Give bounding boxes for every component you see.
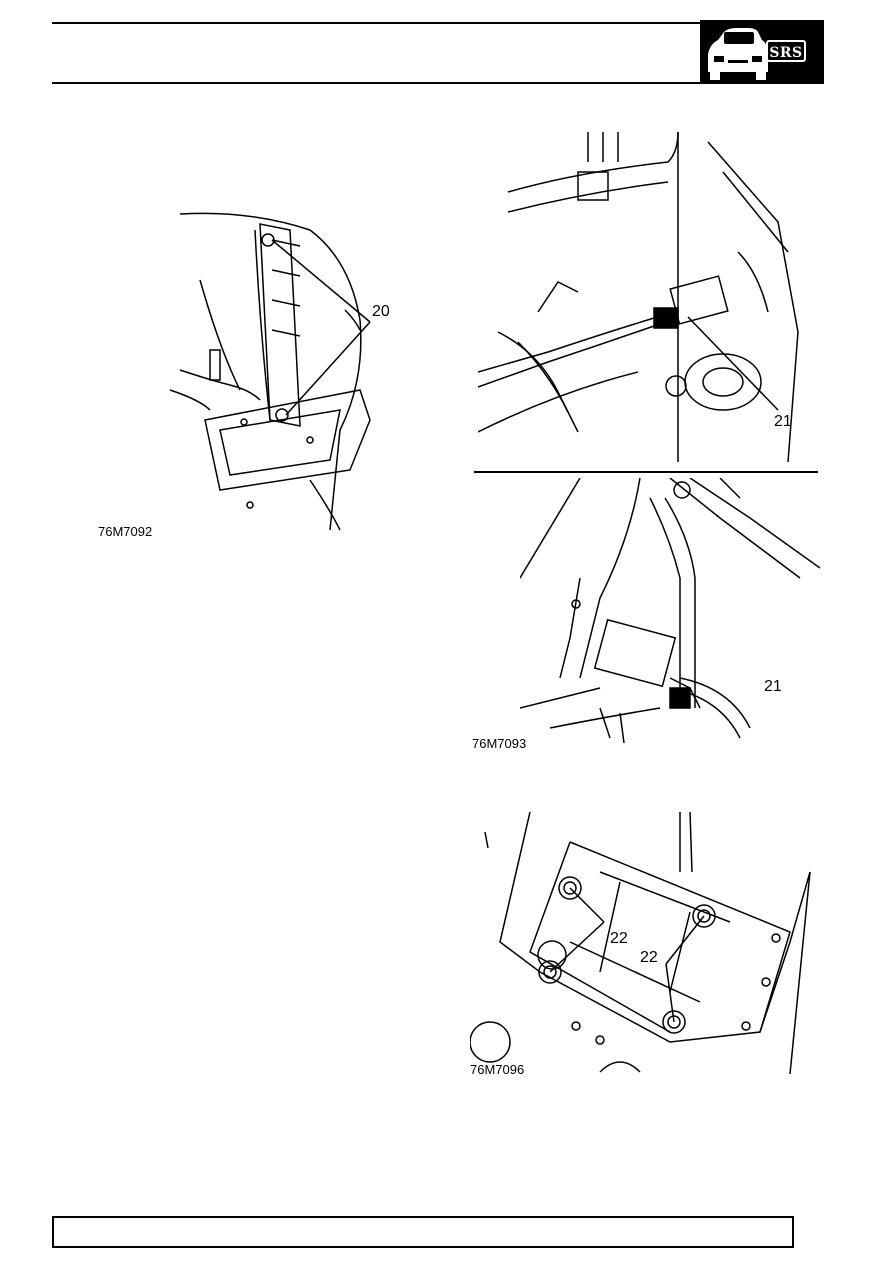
figure-76m7093 [520, 478, 820, 750]
figure-connector-top-illustration [478, 132, 799, 462]
callout-22-left: 22 [610, 930, 628, 947]
figure-76m7092-illustration [169, 212, 371, 531]
callout-22-right: 22 [640, 949, 658, 966]
figure-76m7092 [160, 210, 400, 540]
figure-76m7096 [470, 812, 824, 1074]
srs-badge [700, 20, 824, 84]
callout-20: 20 [372, 303, 390, 320]
figure-76m7096-illustration [470, 812, 811, 1074]
srs-badge-label: SRS [766, 40, 806, 62]
figure-ref-76m7093: 76M7093 [472, 736, 527, 751]
footer-box [52, 1216, 794, 1248]
figure-separator [474, 471, 818, 473]
figure-ref-76m7096: 76M7096 [470, 1062, 525, 1077]
header-rule-top [52, 22, 700, 24]
figure-76m7093-illustration [520, 478, 820, 744]
car-front-icon [708, 28, 768, 80]
callout-21-bottom: 21 [764, 678, 782, 695]
header-rule-bottom [52, 82, 700, 84]
figure-connector-top [478, 132, 818, 462]
figure-ref-76m7092: 76M7092 [98, 524, 153, 539]
callout-21-top: 21 [774, 413, 792, 430]
